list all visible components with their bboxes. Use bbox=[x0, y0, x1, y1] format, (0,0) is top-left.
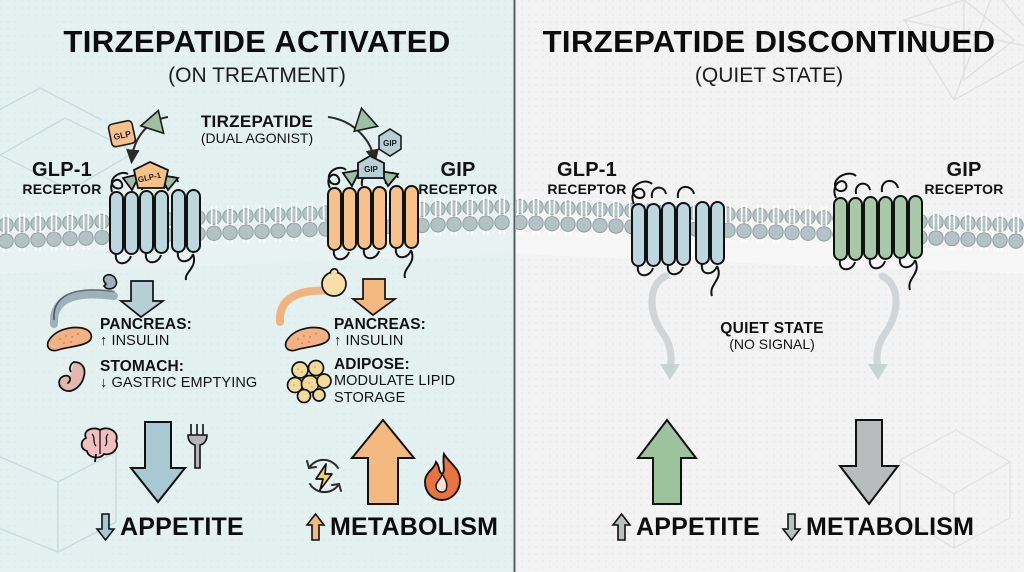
outcome-appetite-left-label: APPETITE bbox=[120, 512, 244, 541]
panel-tirzepatide-discontinued: TIRZEPATIDE DISCONTINUED (QUIET STATE) G… bbox=[514, 0, 1024, 572]
effect-adipose-heading: ADIPOSE: bbox=[334, 356, 410, 373]
left-gip-receptor-label-line1: GIP bbox=[440, 159, 476, 181]
tirzepatide-callout-title: TIRZEPATIDE bbox=[200, 112, 314, 131]
left-glp1-receptor-label: GLP-1 RECEPTOR bbox=[12, 160, 112, 196]
right-panel-heading: TIRZEPATIDE DISCONTINUED (QUIET STATE) bbox=[514, 24, 1024, 88]
effect-pancreas-left: PANCREAS: ↑ INSULIN bbox=[100, 316, 192, 350]
up-arrow-glyph-appetite-right bbox=[611, 512, 632, 541]
left-gip-receptor-label-line2: RECEPTOR bbox=[418, 181, 498, 197]
left-glp1-receptor-label-line1: GLP-1 bbox=[32, 159, 92, 181]
right-panel-subtitle: (QUIET STATE) bbox=[694, 63, 844, 87]
outcome-metabolism-left-label: METABOLISM bbox=[330, 512, 499, 541]
right-gip-receptor-label-line2: RECEPTOR bbox=[924, 181, 1004, 197]
right-gip-receptor-label: GIP RECEPTOR bbox=[912, 160, 1016, 196]
effect-stomach-left-body: ↓ GASTRIC EMPTYING bbox=[100, 375, 258, 392]
effect-adipose-body: MODULATE LIPID STORAGE bbox=[334, 373, 456, 406]
left-panel-subtitle: (ON TREATMENT) bbox=[168, 63, 346, 87]
right-panel-title: TIRZEPATIDE DISCONTINUED bbox=[542, 24, 996, 59]
outcome-appetite-left: APPETITE bbox=[95, 512, 244, 542]
effect-pancreas-right-heading: PANCREAS: bbox=[334, 316, 426, 333]
down-arrow-glyph-appetite-left bbox=[95, 513, 116, 542]
tirzepatide-callout: TIRZEPATIDE (DUAL AGONIST) bbox=[167, 112, 347, 147]
right-glp1-receptor-label-line1: GLP-1 bbox=[557, 159, 617, 181]
outcome-metabolism-left: METABOLISM bbox=[305, 512, 499, 542]
right-glp1-receptor-label-line2: RECEPTOR bbox=[547, 181, 627, 197]
quiet-state-note: QUIET STATE (NO SIGNAL) bbox=[672, 320, 872, 353]
effect-adipose: ADIPOSE: MODULATE LIPID STORAGE bbox=[334, 356, 455, 406]
effect-pancreas-left-body: ↑ INSULIN bbox=[100, 333, 170, 350]
outcome-appetite-right-label: APPETITE bbox=[636, 512, 760, 541]
right-gip-receptor-label-line1: GIP bbox=[946, 159, 982, 181]
effect-pancreas-right: PANCREAS: ↑ INSULIN bbox=[334, 316, 426, 350]
panel-tirzepatide-activated: TIRZEPATIDE ACTIVATED (ON TREATMENT) TIR… bbox=[0, 0, 514, 572]
left-panel-title: TIRZEPATIDE ACTIVATED bbox=[63, 24, 451, 59]
effect-pancreas-right-body: ↑ INSULIN bbox=[334, 333, 404, 350]
effect-pancreas-left-heading: PANCREAS: bbox=[100, 316, 192, 333]
left-panel-heading: TIRZEPATIDE ACTIVATED (ON TREATMENT) bbox=[0, 24, 514, 88]
panel-divider bbox=[513, 0, 516, 572]
outcome-metabolism-right: METABOLISM bbox=[781, 512, 975, 542]
quiet-state-note-line2: (NO SIGNAL) bbox=[729, 336, 815, 353]
quiet-state-note-line1: QUIET STATE bbox=[720, 320, 824, 337]
tirzepatide-callout-subtitle: (DUAL AGONIST) bbox=[200, 130, 314, 147]
effect-stomach-left-heading: STOMACH: bbox=[100, 358, 185, 375]
effect-stomach-left: STOMACH: ↓ GASTRIC EMPTYING bbox=[100, 358, 257, 392]
right-glp1-receptor-label: GLP-1 RECEPTOR bbox=[532, 160, 642, 196]
up-arrow-glyph-metabolism-left bbox=[305, 512, 326, 541]
down-arrow-glyph-metabolism-right bbox=[781, 513, 802, 542]
outcome-appetite-right: APPETITE bbox=[611, 512, 760, 542]
left-gip-receptor-label: GIP RECEPTOR bbox=[406, 160, 510, 196]
left-glp1-receptor-label-line2: RECEPTOR bbox=[22, 181, 102, 197]
outcome-metabolism-right-label: METABOLISM bbox=[806, 512, 975, 541]
